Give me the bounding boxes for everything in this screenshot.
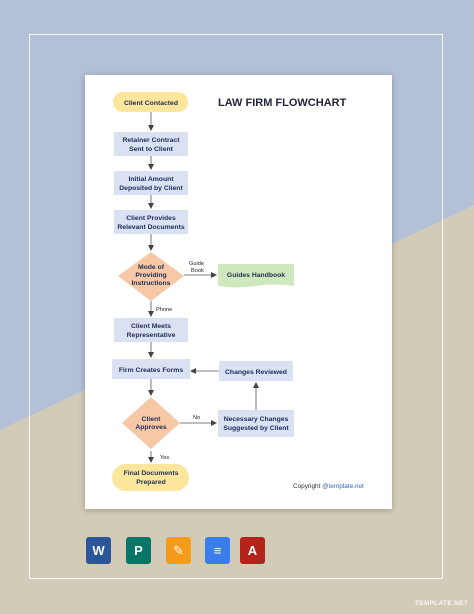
- svg-text:Relevant Documents: Relevant Documents: [117, 224, 184, 231]
- svg-text:Mode of: Mode of: [138, 264, 165, 271]
- decorative-frame: [29, 34, 443, 579]
- edge-label-book: Book: [191, 268, 204, 274]
- node-client-provides-documents[interactable]: Client Provides Relevant Documents: [114, 210, 188, 234]
- svg-text:Approves: Approves: [135, 424, 167, 431]
- node-retainer-contract[interactable]: Retainer Contract Sent to Client: [114, 132, 188, 156]
- svg-text:Firm Creates Forms: Firm Creates Forms: [119, 367, 183, 374]
- publisher-icon[interactable]: P: [126, 537, 151, 564]
- svg-text:Initial Amount: Initial Amount: [128, 176, 174, 183]
- flowchart-canvas: LAW FIRM FLOWCHART Guide Book Phone No Y…: [112, 92, 347, 491]
- svg-text:Client: Client: [142, 416, 162, 423]
- node-firm-creates-forms[interactable]: Firm Creates Forms: [112, 359, 190, 379]
- svg-text:Instructions: Instructions: [132, 280, 171, 287]
- svg-text:Client Provides: Client Provides: [126, 215, 176, 222]
- connectors: [148, 112, 259, 463]
- edge-label-yes: Yes: [160, 455, 169, 461]
- edge-label-phone: Phone: [156, 307, 172, 313]
- node-final-documents[interactable]: Final Documents Prepared: [112, 464, 189, 491]
- svg-text:Changes Reviewed: Changes Reviewed: [225, 369, 287, 376]
- node-client-contacted[interactable]: Client Contacted: [113, 92, 188, 112]
- svg-text:Guides Handbook: Guides Handbook: [227, 272, 285, 279]
- svg-text:Representative: Representative: [127, 332, 176, 339]
- node-necessary-changes[interactable]: Necessary Changes Suggested by Client: [218, 410, 294, 437]
- svg-text:Retainer Contract: Retainer Contract: [122, 137, 180, 144]
- pages-icon[interactable]: ✎: [166, 537, 191, 564]
- svg-text:Sent to Client: Sent to Client: [129, 146, 174, 153]
- copyright-prefix: Copyright: [293, 483, 321, 490]
- node-guides-handbook[interactable]: Guides Handbook: [218, 264, 294, 288]
- node-initial-amount[interactable]: Initial Amount Deposited by Client: [114, 171, 188, 195]
- node-changes-reviewed[interactable]: Changes Reviewed: [219, 361, 293, 381]
- node-mode-of-instructions[interactable]: Mode of Providing Instructions: [118, 252, 184, 301]
- svg-text:Necessary Changes: Necessary Changes: [224, 416, 289, 423]
- diagram-title: LAW FIRM FLOWCHART: [218, 97, 347, 109]
- word-icon[interactable]: W: [86, 537, 111, 564]
- google-docs-icon[interactable]: ≡: [205, 537, 230, 564]
- svg-text:Prepared: Prepared: [136, 479, 165, 486]
- edge-label-guide: Guide: [189, 261, 204, 267]
- copyright-notice: Copyright @template.net: [293, 483, 364, 490]
- pdf-icon[interactable]: A: [240, 537, 265, 564]
- edge-label-no: No: [193, 415, 200, 421]
- flowchart-document[interactable]: LAW FIRM FLOWCHART Guide Book Phone No Y…: [85, 75, 392, 509]
- svg-text:Providing: Providing: [135, 272, 166, 279]
- template-net-badge: TEMPLATE.NET: [415, 600, 468, 607]
- svg-text:Final Documents: Final Documents: [124, 470, 179, 477]
- node-client-meets-representative[interactable]: Client Meets Representative: [114, 318, 188, 342]
- svg-text:Client Meets: Client Meets: [131, 323, 171, 330]
- svg-text:Client Contacted: Client Contacted: [124, 100, 178, 107]
- svg-text:Deposited by Client: Deposited by Client: [119, 185, 183, 192]
- template-net-link[interactable]: @template.net: [322, 483, 364, 490]
- node-client-approves[interactable]: Client Approves: [122, 397, 180, 449]
- svg-text:Suggested by Client: Suggested by Client: [223, 425, 289, 432]
